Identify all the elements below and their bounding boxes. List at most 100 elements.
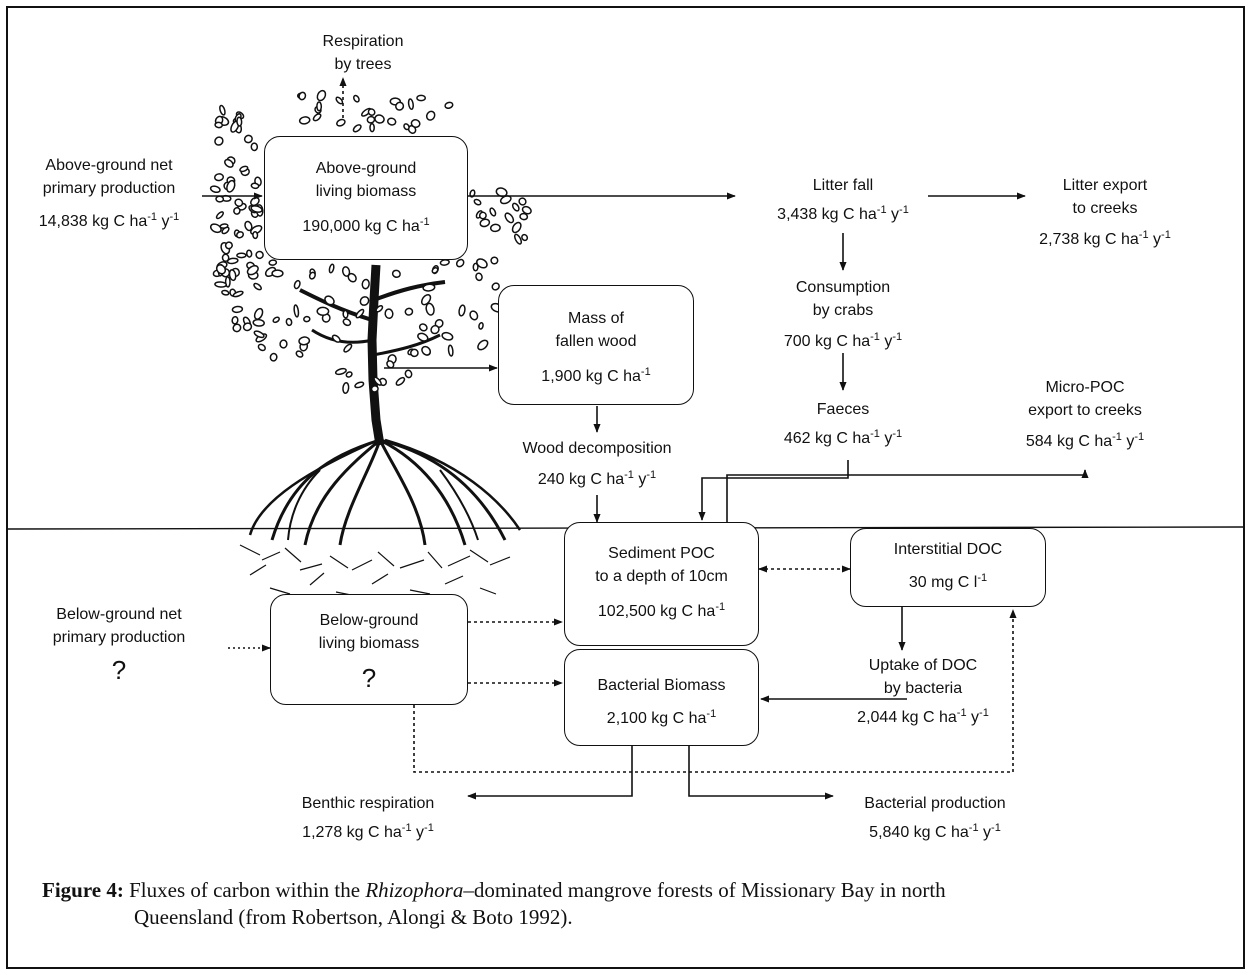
leaf — [491, 282, 500, 291]
leaf — [342, 318, 352, 327]
leaf — [316, 89, 327, 102]
leaf — [342, 309, 349, 319]
leaf — [347, 272, 357, 283]
leaf — [418, 323, 428, 332]
leaf — [354, 381, 365, 389]
ag-biomass-box — [264, 136, 468, 260]
leaf — [246, 249, 253, 258]
leaf — [472, 262, 479, 272]
leaf — [511, 202, 520, 212]
arrow-benthic-resp — [467, 746, 633, 800]
leaf — [395, 101, 405, 111]
leaf — [476, 258, 488, 269]
leaf — [316, 306, 330, 316]
leaf — [521, 233, 529, 242]
leaf — [253, 307, 264, 320]
arrow-bg-to-doc — [413, 609, 1017, 773]
leaf — [234, 198, 244, 207]
leaf — [335, 96, 344, 105]
leaf — [391, 269, 401, 278]
leaf — [285, 317, 293, 327]
leaf — [219, 223, 229, 229]
leaf — [403, 123, 410, 131]
leaf — [341, 266, 351, 277]
leaf — [511, 221, 522, 234]
leaf — [359, 296, 370, 306]
leaf — [489, 223, 501, 233]
sediment-poc-box — [564, 522, 759, 646]
leaf — [279, 339, 288, 349]
leaf — [469, 310, 479, 321]
leaf — [298, 91, 307, 101]
leaf — [298, 116, 311, 125]
leaf — [221, 289, 230, 296]
bg-biomass-box — [270, 594, 468, 705]
leaf — [214, 136, 224, 146]
leaf — [224, 158, 234, 168]
leaf — [232, 290, 244, 298]
leaf — [231, 305, 244, 314]
leaf — [421, 345, 432, 356]
leaf — [298, 336, 311, 346]
leaf — [209, 223, 222, 234]
flux-arrows — [202, 77, 1089, 800]
leaf — [425, 302, 435, 316]
leaf — [386, 117, 397, 126]
figure-caption: Figure 4: Fluxes of carbon within the Rh… — [42, 877, 1222, 931]
leaf — [441, 331, 454, 341]
leaf — [303, 315, 311, 323]
leaf — [252, 231, 259, 240]
leaf — [431, 267, 439, 274]
benthic-resp-label: Benthic respiration 1,278 kg C ha-1 y-1 — [301, 795, 435, 841]
leaf — [253, 330, 265, 339]
figure-frame — [6, 6, 1245, 969]
leaf — [243, 134, 253, 144]
leaf — [490, 256, 499, 265]
leaf — [232, 323, 242, 333]
leaf — [312, 113, 322, 122]
leaf — [425, 110, 436, 121]
mangrove-canopy — [209, 89, 532, 395]
leaf — [236, 231, 244, 239]
faeces-label: Faeces 462 kg C ha-1 y-1 — [783, 401, 903, 447]
leaf — [430, 324, 440, 335]
wood-decomp-label: Wood decomposition 240 kg C ha-1 y-1 — [522, 440, 672, 488]
leaf — [417, 332, 429, 342]
leaf — [370, 385, 379, 393]
leaf — [518, 197, 527, 206]
leaf — [226, 257, 239, 265]
leaf — [366, 115, 376, 124]
leaf — [420, 294, 432, 306]
leaf — [224, 241, 233, 250]
leaf — [416, 94, 427, 102]
leaf — [422, 283, 436, 292]
bacterial-prod-label: Bacterial production 5,840 kg C ha-1 y-1 — [864, 795, 1006, 841]
leaf — [246, 265, 259, 276]
leaf — [478, 321, 484, 330]
leaf — [447, 344, 454, 357]
leaf — [239, 165, 249, 173]
leaf — [209, 185, 221, 194]
bacterial-biomass-label: Bacterial Biomass 2,100 kg C ha-1 — [597, 677, 726, 727]
leaf — [242, 322, 253, 332]
leaf — [250, 205, 263, 213]
leaf — [455, 258, 465, 268]
leaf — [473, 198, 482, 206]
leaf — [293, 279, 301, 290]
leaf — [345, 371, 353, 378]
leaf — [343, 343, 353, 353]
leaf — [361, 278, 370, 290]
caption-genus: Rhizophora — [365, 878, 464, 902]
leaf — [384, 308, 394, 320]
arrow-micro-poc — [726, 469, 1089, 522]
leaf — [444, 101, 454, 109]
interstitial-doc-label: Interstitial DOC 30 mg C l-1 — [893, 541, 1003, 591]
bacterial-biomass-box — [564, 649, 759, 746]
leaf — [215, 264, 227, 275]
leaf — [253, 282, 262, 291]
leaf — [407, 98, 414, 110]
